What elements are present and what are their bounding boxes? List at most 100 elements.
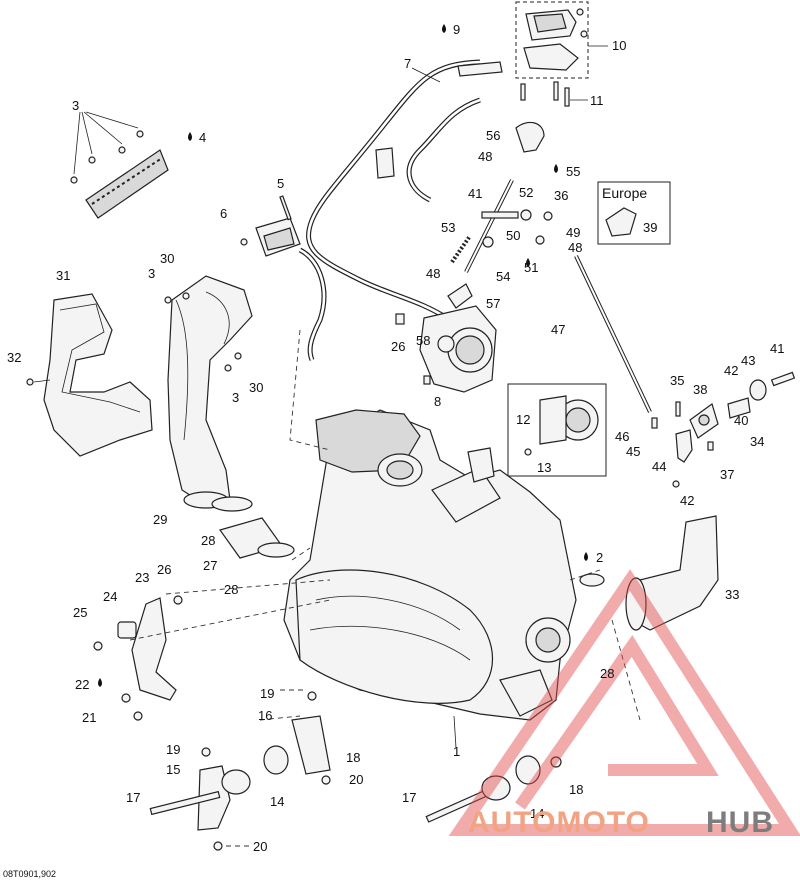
callout-19: 19: [260, 686, 274, 701]
callout-28: 28: [600, 666, 614, 681]
callout-30: 30: [160, 251, 174, 266]
callout-41: 41: [770, 341, 784, 356]
callout-47: 47: [551, 322, 565, 337]
europe-label: Europe: [602, 185, 647, 201]
callout-25: 25: [73, 605, 87, 620]
alignment-lines: [129, 329, 641, 847]
callout-58: 58: [416, 333, 430, 348]
droplet-symbols: [98, 24, 588, 687]
callout-18: 18: [346, 750, 360, 765]
callout-34: 34: [750, 434, 764, 449]
callout-48: 48: [568, 240, 582, 255]
part-throttle-cable: [306, 59, 503, 323]
callout-28: 28: [224, 582, 238, 597]
callout-37: 37: [720, 467, 734, 482]
callout-15: 15: [166, 762, 180, 777]
part-engine-mount-left: [93, 595, 183, 721]
callout-39: 39: [643, 220, 657, 235]
callout-9: 9: [453, 22, 460, 37]
part-screws-11: [520, 81, 588, 107]
callout-12: 12: [516, 412, 530, 427]
part-engine-mount-lower-left: [149, 691, 331, 851]
part-engine-mount-lower-right: [425, 755, 562, 823]
watermark-text-primary: AUTOMOTO: [468, 806, 650, 839]
callout-52: 52: [519, 185, 533, 200]
callout-41: 41: [468, 186, 482, 201]
callout-55: 55: [566, 164, 580, 179]
callout-22: 22: [75, 677, 89, 692]
callout-33: 33: [725, 587, 739, 602]
part-shift-rods: [450, 121, 652, 413]
callout-43: 43: [741, 353, 755, 368]
callout-3: 3: [72, 98, 79, 113]
part-chain-guide-4: [70, 111, 169, 219]
watermark-logo: [448, 569, 800, 836]
callout-42: 42: [724, 363, 738, 378]
callout-44: 44: [652, 459, 666, 474]
callout-6: 6: [220, 206, 227, 221]
part-engine-assembly: [283, 409, 577, 749]
callout-29: 29: [153, 512, 167, 527]
reference-code: 08T0901,902: [3, 869, 56, 879]
callout-42: 42: [680, 493, 694, 508]
callout-38: 38: [693, 382, 707, 397]
watermark-text-secondary: HUB: [706, 806, 774, 839]
callout-1: 1: [453, 744, 460, 759]
callout-20: 20: [349, 772, 363, 787]
callout-19: 19: [166, 742, 180, 757]
part-clamps-and-boots: [211, 496, 719, 631]
callout-24: 24: [103, 589, 117, 604]
callout-57: 57: [486, 296, 500, 311]
callout-45: 45: [626, 444, 640, 459]
callout-56: 56: [486, 128, 500, 143]
callout-5: 5: [277, 176, 284, 191]
callout-46: 46: [615, 429, 629, 444]
callout-27: 27: [203, 558, 217, 573]
callout-18: 18: [569, 782, 583, 797]
callout-40: 40: [734, 413, 748, 428]
part-sensor-inset: [507, 383, 607, 477]
callout-26: 26: [391, 339, 405, 354]
callout-48: 48: [426, 266, 440, 281]
part-europe-variant: [597, 181, 671, 245]
callout-20: 20: [253, 839, 267, 854]
callout-49: 49: [566, 225, 580, 240]
callout-14: 14: [270, 794, 284, 809]
callout-7: 7: [404, 56, 411, 71]
part-throttle-body: [395, 283, 497, 393]
callout-53: 53: [441, 220, 455, 235]
callout-8: 8: [434, 394, 441, 409]
callout-16: 16: [258, 708, 272, 723]
callout-4: 4: [199, 130, 206, 145]
callout-36: 36: [554, 188, 568, 203]
part-clip-bracket: [240, 195, 327, 361]
part-breather-hose: [375, 97, 481, 203]
callout-2: 2: [596, 550, 603, 565]
callout-17: 17: [402, 790, 416, 805]
callout-17: 17: [126, 790, 140, 805]
callout-labels: 1 2 3 3 3 4 5 6 7 8 9 10 11 12 13 14 14 …: [7, 22, 784, 854]
callout-21: 21: [82, 710, 96, 725]
callout-23: 23: [135, 570, 149, 585]
callout-30: 30: [249, 380, 263, 395]
callout-35: 35: [670, 373, 684, 388]
callout-54: 54: [496, 269, 510, 284]
callout-32: 32: [7, 350, 21, 365]
callout-31: 31: [56, 268, 70, 283]
callout-13: 13: [537, 460, 551, 475]
callout-26: 26: [157, 562, 171, 577]
callout-14: 14: [530, 806, 544, 821]
callout-48: 48: [478, 149, 492, 164]
callout-50: 50: [506, 228, 520, 243]
part-shift-linkage: [651, 371, 796, 488]
callout-10: 10: [612, 38, 626, 53]
callout-3: 3: [148, 266, 155, 281]
callout-28: 28: [201, 533, 215, 548]
callout-3: 3: [232, 390, 239, 405]
watermark-text: AUTOMOTO HUB: [468, 806, 774, 839]
part-throttle-bracket-assembly: [515, 1, 608, 79]
callout-11: 11: [590, 93, 604, 108]
part-air-intake-duct: [164, 275, 253, 509]
part-heat-shield: [26, 293, 153, 457]
